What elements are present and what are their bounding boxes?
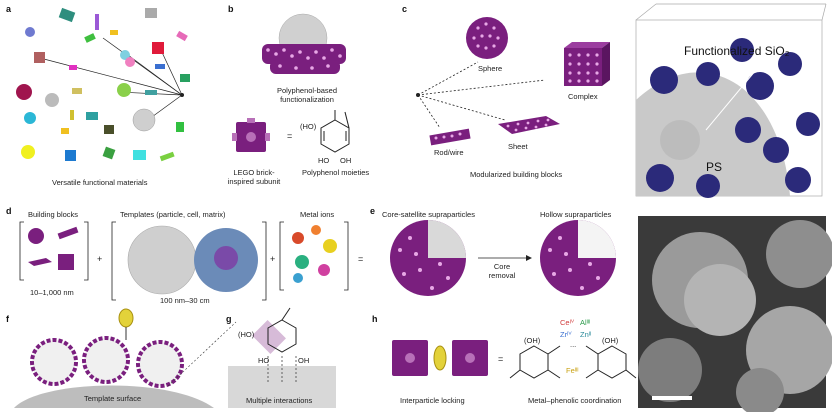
panel-g-caption: Multiple interactions <box>246 396 313 405</box>
panel-c-rod: Rod/wire <box>434 148 464 157</box>
panel-d-templates: Templates (particle, cell, matrix) <box>120 210 226 219</box>
panel-f-template-surface: Template surface <box>84 394 142 403</box>
panel-d-plus-1: + <box>97 254 103 264</box>
panel-c-sphere: Sphere <box>478 64 503 73</box>
panel-g-ho: (HO) <box>238 330 255 339</box>
panel-g-ho2: HO <box>258 356 270 365</box>
panel-d-plus-2: + <box>270 254 276 264</box>
panel-e-core-removal: Core removal <box>488 262 516 280</box>
panel-b-oh: OH <box>340 156 352 165</box>
panel-i-ps: PS <box>706 160 723 174</box>
panel-label-e: e <box>370 206 376 216</box>
panel-b-caption-top: Polyphenol-based functionalization <box>276 86 338 104</box>
panel-h-al: Alᴵᴵᴵ <box>580 318 591 327</box>
panel-b-moieties-caption: Polyphenol moieties <box>302 168 370 177</box>
panel-label-h: h <box>372 314 378 324</box>
panel-i-functionalized: Functionalized SiO₂ <box>684 44 790 58</box>
panel-e-hollow: Hollow supraparticles <box>540 210 612 219</box>
panel-c-sheet: Sheet <box>508 142 528 151</box>
panel-d-range2: 100 nm–30 cm <box>160 296 210 305</box>
panel-b-ho: HO <box>318 156 330 165</box>
panel-c-complex: Complex <box>568 92 598 101</box>
panel-h-coord: Metal–phenolic coordination <box>528 396 622 405</box>
panel-d-metal: Metal ions <box>300 210 335 219</box>
panel-e-core-sat: Core-satellite supraparticles <box>382 210 475 219</box>
panel-d-range1: 10–1,000 nm <box>30 288 74 297</box>
panel-h-zn: Znᴵᴵ <box>580 330 592 339</box>
panel-g-oh2: OH <box>298 356 310 365</box>
panel-c-caption: Modularized building blocks <box>470 170 563 179</box>
panel-h-equals: = <box>498 354 504 364</box>
panel-label-g: g <box>226 314 232 324</box>
panel-h-ce: Ceᴵⱽ <box>560 318 575 327</box>
panel-h-locking: Interparticle locking <box>400 396 465 405</box>
panel-b-lego-caption: LEGO brick-inspired subunit <box>227 168 281 186</box>
panel-d-blocks: Building blocks <box>28 210 79 219</box>
panel-h-oh-right: (OH) <box>602 336 619 345</box>
panel-b-equals: = <box>287 131 293 141</box>
panel-label-f: f <box>6 314 9 324</box>
panel-label-d: d <box>6 206 12 216</box>
panel-label-b: b <box>228 4 234 14</box>
panel-a-caption: Versatile functional materials <box>52 178 148 187</box>
panel-b-ho-group: (HO) <box>300 122 317 131</box>
panel-d-equals: = <box>358 254 364 264</box>
panel-h-dots: ... <box>570 340 577 349</box>
panel-label-a: a <box>6 4 12 14</box>
panel-h-fe: Feᴵᴵᴵ <box>566 366 579 375</box>
panel-h-zr: Zrᴵⱽ <box>560 330 572 339</box>
panel-h-oh-left: (OH) <box>524 336 541 345</box>
panel-label-c: c <box>402 4 408 14</box>
